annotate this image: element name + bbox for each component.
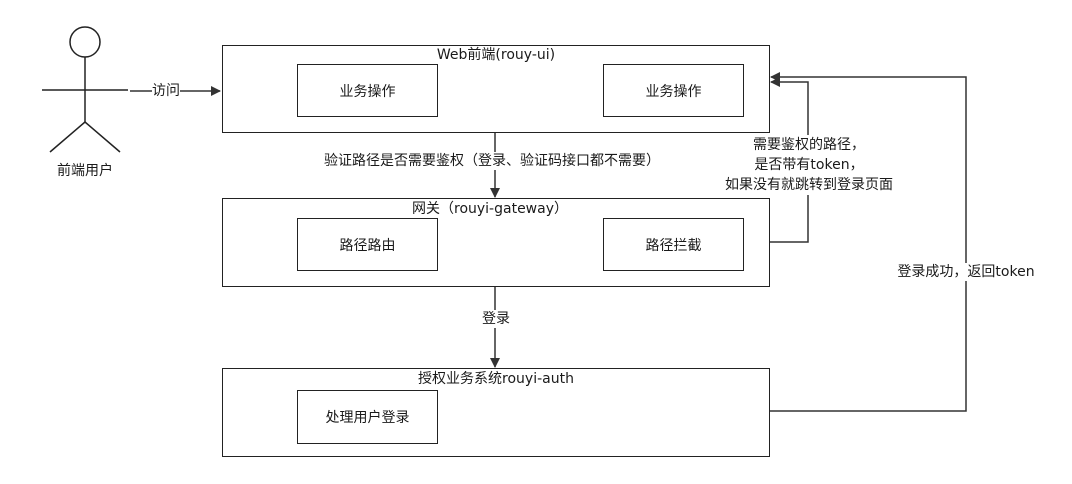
auth-title: 授权业务系统rouyi-auth	[418, 371, 574, 387]
edge-intercept-line-1: 需要鉴权的路径，	[753, 137, 865, 153]
user-actor-icon	[42, 26, 128, 153]
actor-label: 前端用户	[57, 162, 113, 180]
edge-login-success-label: 登录成功，返回token	[897, 263, 1035, 281]
gateway-intercept-block: 路径拦截	[603, 218, 744, 271]
edge-verify-label: 验证路径是否需要鉴权（登录、验证码接口都不需要）	[324, 152, 660, 170]
gateway-title: 网关（rouyi-gateway）	[412, 201, 568, 217]
edge-intercept-line-3: 如果没有就跳转到登录页面	[725, 177, 893, 193]
edge-login-label: 登录	[482, 310, 510, 328]
edge-visit-label: 访问	[152, 82, 180, 100]
edge-login-success	[770, 72, 967, 412]
frontend-business-block-right: 业务操作	[603, 64, 744, 117]
frontend-business-block-left: 业务操作	[297, 64, 438, 117]
auth-login-block: 处理用户登录	[297, 390, 438, 444]
frontend-title: Web前端(rouy-ui)	[436, 47, 556, 63]
edge-intercept-line-2: 是否带有token，	[754, 157, 864, 173]
gateway-routing-block: 路径路由	[297, 218, 438, 271]
edge-intercept-label: 需要鉴权的路径， 是否带有token， 如果没有就跳转到登录页面	[725, 135, 893, 195]
